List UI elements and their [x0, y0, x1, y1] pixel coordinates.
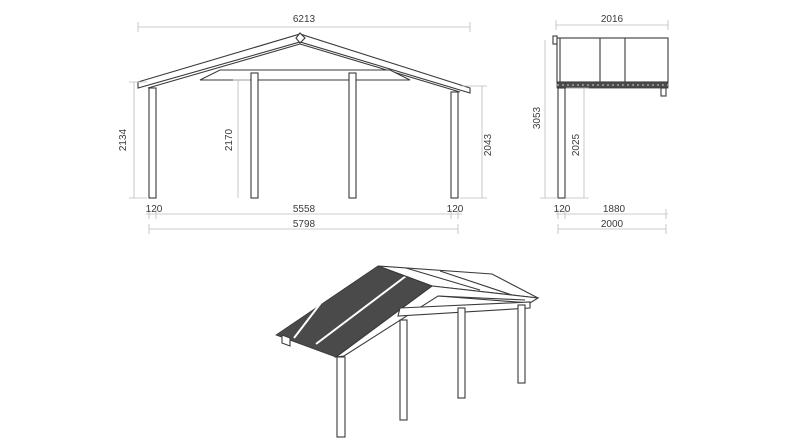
side-bracket	[660, 87, 667, 97]
perspective-post-front	[336, 356, 346, 438]
side-roof-panel	[556, 37, 669, 83]
side-span-label: 1880	[603, 204, 626, 215]
side-total-height-label: 3053	[532, 106, 543, 129]
side-view: 2016 3053 2025 120 1880 2000	[532, 14, 669, 234]
front-tie-beam	[199, 69, 411, 81]
front-post-middle-left	[250, 72, 259, 199]
perspective-bracket	[281, 334, 291, 347]
side-post	[557, 87, 566, 199]
perspective-view	[275, 265, 540, 438]
front-middle-height-label: 2170	[224, 128, 235, 151]
front-post-middle-right	[348, 72, 357, 199]
front-roof	[137, 33, 471, 94]
side-base-width-label: 2000	[601, 219, 624, 230]
rafter-right	[299, 43, 461, 93]
perspective-post-middle	[399, 319, 408, 421]
front-left-post-label: 120	[146, 204, 163, 215]
front-post-span-label: 5558	[293, 204, 316, 215]
side-post-width-label: 120	[554, 204, 571, 215]
roof-ridge-cap	[295, 32, 306, 44]
perspective-post-back	[517, 304, 526, 384]
front-post-right	[450, 91, 459, 199]
front-overall-base-label: 5798	[293, 219, 316, 230]
rafter-left	[147, 43, 301, 89]
side-post-height-label: 2025	[571, 133, 582, 156]
front-total-width-label: 6213	[293, 14, 316, 25]
front-view: 6213 2134 2170 2043 120 5558	[118, 14, 494, 234]
front-post-left	[148, 87, 157, 199]
front-left-height-label: 2134	[118, 128, 129, 151]
side-ridge-cap	[552, 35, 558, 45]
side-top-width-label: 2016	[601, 14, 624, 25]
perspective-post-rear	[457, 307, 466, 399]
front-right-height-label: 2043	[483, 133, 494, 156]
front-right-post-label: 120	[447, 204, 464, 215]
perspective-ridge	[377, 265, 433, 287]
